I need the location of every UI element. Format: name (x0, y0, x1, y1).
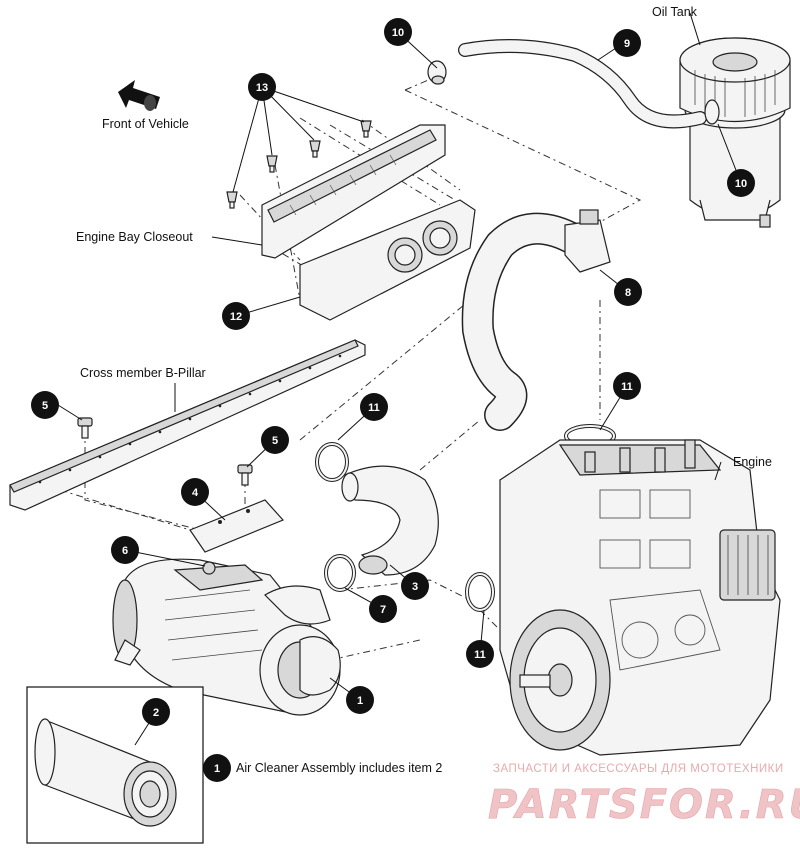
svg-text:6: 6 (122, 545, 128, 557)
intake-duct (341, 465, 439, 576)
bolt-right (237, 464, 253, 486)
svg-text:1: 1 (357, 695, 363, 707)
callout-4: 4 (181, 478, 209, 506)
hose-clamp-upper (315, 442, 349, 482)
label-cross-member: Cross member B-Pillar (80, 366, 206, 380)
callout-12: 12 (222, 302, 250, 330)
svg-text:11: 11 (621, 381, 633, 393)
callout-10-hose-clamp-top: 10 (384, 18, 412, 46)
closeout-bracket (299, 199, 476, 321)
svg-text:13: 13 (256, 82, 268, 94)
svg-text:7: 7 (380, 604, 386, 616)
crankcase-hose (461, 209, 611, 431)
watermark-brand: PARTSFOR.RU (488, 782, 800, 828)
svg-text:11: 11 (474, 649, 486, 661)
filter-element (34, 718, 177, 827)
svg-text:11: 11 (368, 402, 380, 414)
hose-clamp-lower (324, 554, 356, 592)
callout-11-hose8: 11 (613, 372, 641, 400)
svg-text:5: 5 (272, 435, 278, 447)
svg-text:4: 4 (192, 487, 199, 499)
label-engine-bay-closeout: Engine Bay Closeout (76, 230, 193, 244)
callout-1: 1 (346, 686, 374, 714)
engine-bay-closeout (261, 124, 446, 259)
callout-6: 6 (111, 536, 139, 564)
hose-clamp-engine (465, 572, 495, 612)
mounting-plate (189, 499, 285, 553)
breather-hose (427, 39, 720, 129)
bolt-left (77, 417, 93, 439)
svg-text:12: 12 (230, 311, 242, 323)
label-oil-tank: Oil Tank (652, 5, 698, 19)
callout-11-engine: 11 (466, 640, 494, 668)
svg-text:5: 5 (42, 400, 48, 412)
engine (499, 439, 781, 756)
svg-text:10: 10 (735, 178, 747, 190)
svg-text:1: 1 (214, 763, 220, 775)
svg-text:3: 3 (412, 581, 418, 593)
push-pin-fasteners (226, 120, 372, 209)
cross-member-b-pillar (9, 339, 366, 511)
label-front-of-vehicle: Front of Vehicle (102, 117, 189, 131)
svg-text:9: 9 (624, 38, 630, 50)
callout-5-right: 5 (261, 426, 289, 454)
svg-text:8: 8 (625, 287, 631, 299)
front-arrow-icon (118, 80, 160, 111)
label-engine: Engine (733, 455, 772, 469)
callout-2: 2 (142, 698, 170, 726)
watermark-tagline: ЗАПЧАСТИ И АКСЕССУАРЫ ДЛЯ МОТОТЕХНИКИ (493, 763, 784, 775)
retaining-clip (202, 561, 216, 575)
callout-11-duct: 11 (360, 393, 388, 421)
svg-text:10: 10 (392, 27, 404, 39)
callout-7: 7 (369, 595, 397, 623)
callout-9: 9 (613, 29, 641, 57)
callout-3: 3 (401, 572, 429, 600)
callout-13: 13 (248, 73, 276, 101)
callout-10-hose-clamp-tank: 10 (727, 169, 755, 197)
oil-tank (679, 37, 791, 228)
svg-text:2: 2 (153, 707, 159, 719)
legend-text: Air Cleaner Assembly includes item 2 (236, 761, 442, 775)
air-cleaner-assembly (112, 558, 341, 716)
legend-callout-1: 1 (203, 754, 231, 782)
callout-8: 8 (614, 278, 642, 306)
callout-5-left: 5 (31, 391, 59, 419)
